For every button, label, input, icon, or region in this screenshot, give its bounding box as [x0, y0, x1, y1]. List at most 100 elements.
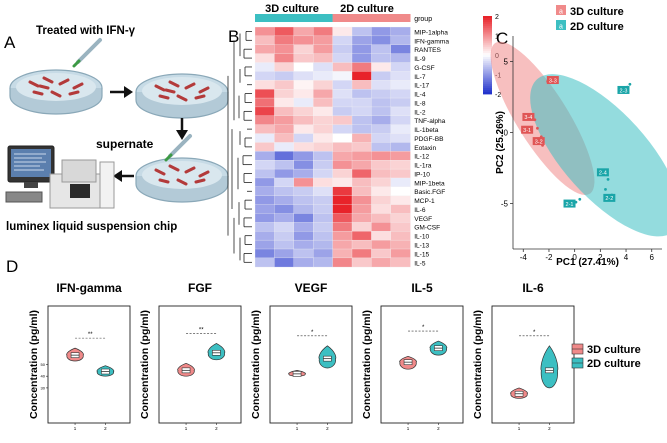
heatmap-row-label: IL-15 — [414, 251, 429, 258]
violin-legend-label: 3D culture — [587, 344, 641, 356]
violin-y-tick-label: 50 — [41, 362, 46, 367]
heatmap-cell — [332, 133, 353, 143]
pca-point-tag — [521, 125, 534, 134]
heatmap-cell — [254, 186, 275, 197]
heatmap-cell — [390, 53, 411, 63]
heatmap-cell — [274, 231, 295, 241]
heatmap-cell — [332, 106, 353, 117]
heatmap-cell — [254, 248, 275, 259]
heatmap-cell — [390, 195, 411, 206]
heatmap-cell — [254, 168, 275, 179]
heatmap-cell — [254, 257, 275, 268]
panel-b: B 3D culture 2D culture group MIP-1alpha… — [227, 3, 501, 268]
group-bar-cell — [293, 14, 314, 22]
heatmap-row-label: MIP-1beta — [414, 180, 445, 187]
heatmap-row-label: IL-7 — [414, 74, 426, 81]
violin-x-tick-label: 1 — [185, 426, 188, 431]
violin-y-label: Concentration (pg/ml) — [139, 310, 151, 419]
colorbar-segment — [483, 41, 492, 44]
heatmap-cell — [390, 89, 411, 99]
violin-frame — [491, 305, 575, 424]
heatmap-cell — [313, 213, 334, 223]
group-bar-cell — [313, 14, 333, 22]
x-tick-label: -2 — [545, 253, 553, 262]
colorbar-segment — [483, 37, 492, 40]
heatmap-cell — [390, 97, 411, 108]
heatmap-cell — [351, 177, 372, 188]
violin-y-label: Concentration (pg/ml) — [250, 310, 262, 419]
colorbar-segment — [483, 66, 492, 70]
significance-label: ** — [199, 327, 204, 333]
heatmap-cell — [390, 257, 411, 268]
heatmap-cell — [332, 71, 353, 81]
heatmap-cell — [371, 80, 392, 90]
colorbar-segment — [483, 86, 492, 89]
heatmap-cell — [371, 151, 392, 161]
violin-title: IL-5 — [411, 281, 433, 295]
colorbar-segment — [483, 78, 492, 81]
heatmap-cell — [313, 142, 334, 152]
arrow-right-icon — [110, 86, 133, 98]
heatmap-cell — [332, 89, 353, 99]
heatmap-cell — [371, 195, 392, 206]
pca-point-tag — [546, 76, 559, 85]
heatmap-cell — [254, 44, 275, 55]
heatmap-cell — [351, 151, 372, 161]
heatmap-cell — [351, 248, 372, 259]
heatmap-cell — [313, 160, 334, 170]
heatmap-cell — [351, 239, 372, 250]
heatmap-row-label: IL-8 — [414, 100, 426, 107]
heatmap-cell — [293, 44, 314, 55]
y-tick-label: -5 — [501, 200, 509, 209]
violin-y-tick-label: 40 — [41, 374, 46, 379]
heatmap-cell — [351, 89, 372, 99]
heatmap-cell — [390, 44, 411, 55]
heatmap-row-label: PDGF-BB — [414, 136, 444, 143]
colorbar-tick-label: 1 — [495, 34, 499, 41]
heatmap-cell — [371, 133, 392, 143]
colorbar-segment — [483, 72, 492, 75]
group-bar-cell — [371, 14, 392, 22]
heatmap-cell — [293, 168, 314, 179]
pca-point-label: 3-4 — [524, 115, 532, 121]
heatmap-cell — [293, 186, 314, 197]
heatmap-cell — [371, 115, 392, 126]
heatmap-cell — [332, 195, 353, 206]
heatmap-colorbar: 210-1-2 — [483, 14, 501, 99]
petri-dish-1 — [9, 69, 103, 115]
heatmap-cell — [390, 222, 411, 232]
heatmap-row-label: RANTES — [414, 47, 441, 54]
pca-point — [604, 187, 607, 191]
colorbar-segment — [483, 74, 492, 77]
heatmap-cell — [332, 231, 353, 241]
y-tick-label: 5 — [504, 58, 509, 67]
arrow-down-icon — [176, 118, 188, 140]
violin-y-tick-label: 30 — [41, 385, 46, 390]
heatmap-cell — [274, 44, 295, 55]
heatmap-cell — [390, 71, 411, 81]
pca-point-tag — [522, 112, 535, 121]
group-label-2d: 2D culture — [340, 3, 394, 15]
violin-x-tick-label: 2 — [437, 426, 440, 431]
heatmap-cell — [390, 177, 411, 188]
heatmap-cell — [371, 106, 392, 117]
heatmap-cell — [351, 168, 372, 179]
panel-label-b: B — [228, 27, 239, 46]
heatmap-cell — [254, 26, 275, 37]
violin-x-tick-label: 1 — [74, 426, 77, 431]
heatmap-cell — [254, 142, 275, 152]
violin-y-label: Concentration (pg/ml) — [361, 310, 373, 419]
colorbar-segment — [483, 80, 492, 83]
colorbar-segment — [483, 51, 492, 54]
heatmap-cell — [351, 115, 372, 126]
heatmap-cell — [313, 26, 334, 37]
heatmap-row-label: IL-1ra — [414, 163, 432, 170]
heatmap-cell — [254, 204, 275, 214]
violin-x-tick-label: 2 — [104, 426, 107, 431]
violin-x-tick-label: 2 — [326, 426, 329, 431]
pca-point — [606, 178, 610, 181]
legend-marker: a — [559, 24, 563, 31]
group-label-3d: 3D culture — [265, 3, 319, 15]
heatmap-cell — [254, 133, 275, 143]
